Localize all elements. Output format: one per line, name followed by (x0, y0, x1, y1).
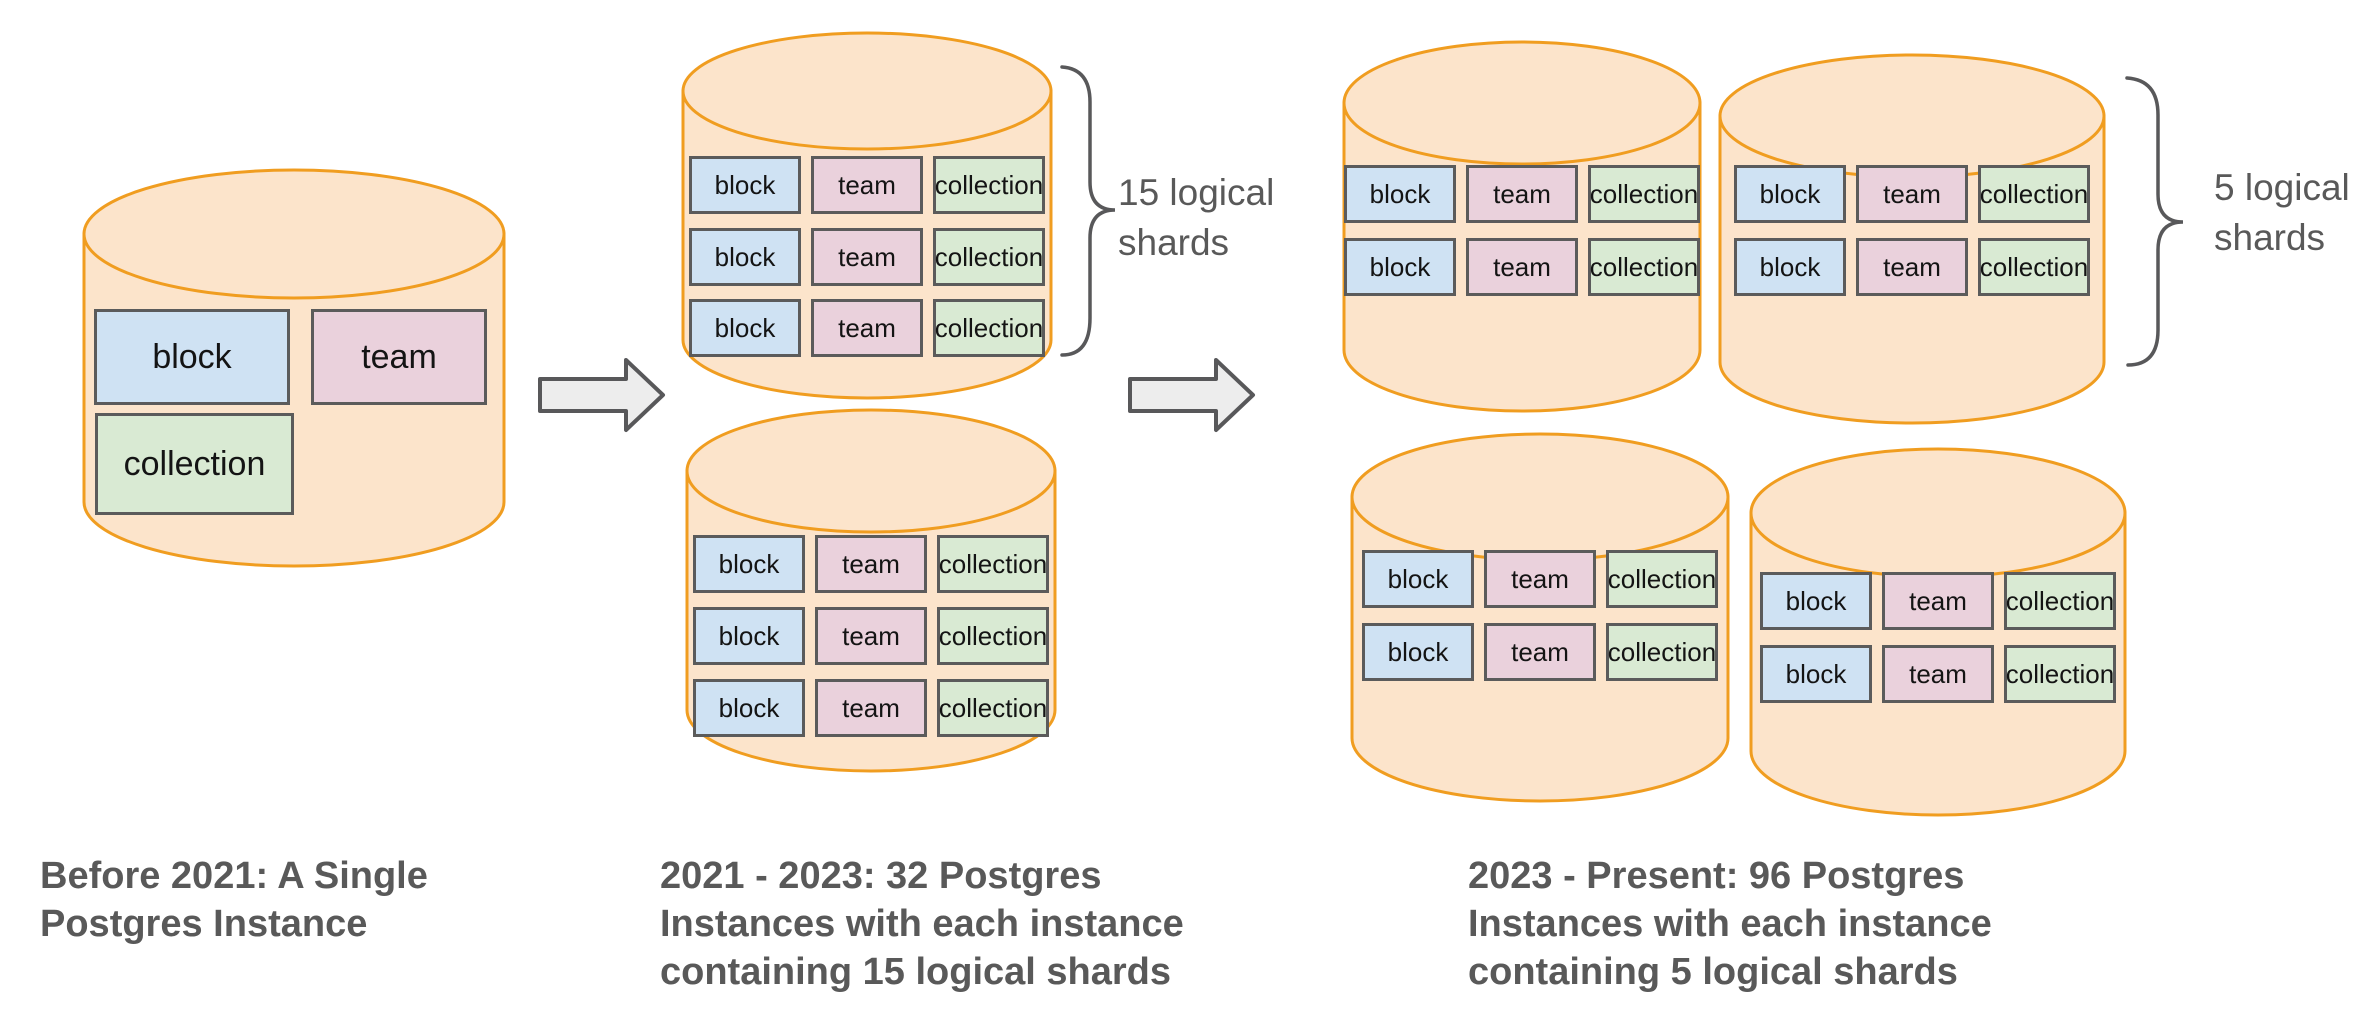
curly-brace-5-shards (2125, 76, 2184, 367)
table-box-block: block (689, 299, 801, 357)
table-box-collection: collection (2004, 645, 2116, 703)
table-box-team: team (1882, 572, 1994, 630)
caption-2021-2023: 2021 - 2023: 32 Postgres Instances with … (660, 855, 1184, 993)
table-box-collection: collection (933, 228, 1045, 286)
table-box-block: block (1362, 623, 1474, 681)
table-box-block: block (689, 228, 801, 286)
table-box-collection: collection (95, 413, 294, 515)
table-box-collection: collection (937, 535, 1049, 593)
table-box-collection: collection (1978, 238, 2090, 296)
table-box-block: block (693, 607, 805, 665)
table-box-team: team (1484, 550, 1596, 608)
database-cylinder-shape (1749, 447, 2127, 817)
table-box-team: team (1882, 645, 1994, 703)
table-box-collection: collection (1588, 238, 1700, 296)
table-box-block: block (1760, 572, 1872, 630)
table-box-block: block (94, 309, 290, 405)
table-box-team: team (311, 309, 487, 405)
table-box-block: block (693, 679, 805, 737)
table-box-team: team (1466, 165, 1578, 223)
table-box-collection: collection (2004, 572, 2116, 630)
database-cylinder-shape (1350, 432, 1730, 803)
table-box-block: block (1760, 645, 1872, 703)
table-box-team: team (1856, 238, 1968, 296)
table-box-collection: collection (937, 607, 1049, 665)
table-box-block: block (1734, 165, 1846, 223)
table-box-team: team (811, 299, 923, 357)
table-box-collection: collection (1606, 623, 1718, 681)
table-box-collection: collection (1606, 550, 1718, 608)
table-box-collection: collection (933, 299, 1045, 357)
table-box-collection: collection (1978, 165, 2090, 223)
table-box-block: block (1734, 238, 1846, 296)
table-box-team: team (815, 535, 927, 593)
table-box-collection: collection (1588, 165, 1700, 223)
label-5-logical-shards: 5 logical shards (2214, 167, 2350, 258)
caption-before-2021: Before 2021: A Single Postgres Instance (40, 855, 428, 945)
table-box-team: team (811, 156, 923, 214)
table-box-block: block (1344, 238, 1456, 296)
table-box-team: team (815, 607, 927, 665)
table-box-team: team (1856, 165, 1968, 223)
right-arrow-icon (1128, 358, 1255, 432)
table-box-collection: collection (933, 156, 1045, 214)
database-cylinder-shape (1342, 40, 1702, 413)
table-box-team: team (811, 228, 923, 286)
table-box-block: block (693, 535, 805, 593)
table-box-team: team (1466, 238, 1578, 296)
curly-brace-15-shards (1060, 65, 1116, 357)
right-arrow-icon (538, 358, 665, 432)
table-box-collection: collection (937, 679, 1049, 737)
table-box-team: team (815, 679, 927, 737)
table-box-block: block (689, 156, 801, 214)
caption-2023-present: 2023 - Present: 96 Postgres Instances wi… (1468, 855, 1992, 993)
table-box-team: team (1484, 623, 1596, 681)
table-box-block: block (1344, 165, 1456, 223)
label-15-logical-shards: 15 logical shards (1118, 172, 1275, 263)
table-box-block: block (1362, 550, 1474, 608)
